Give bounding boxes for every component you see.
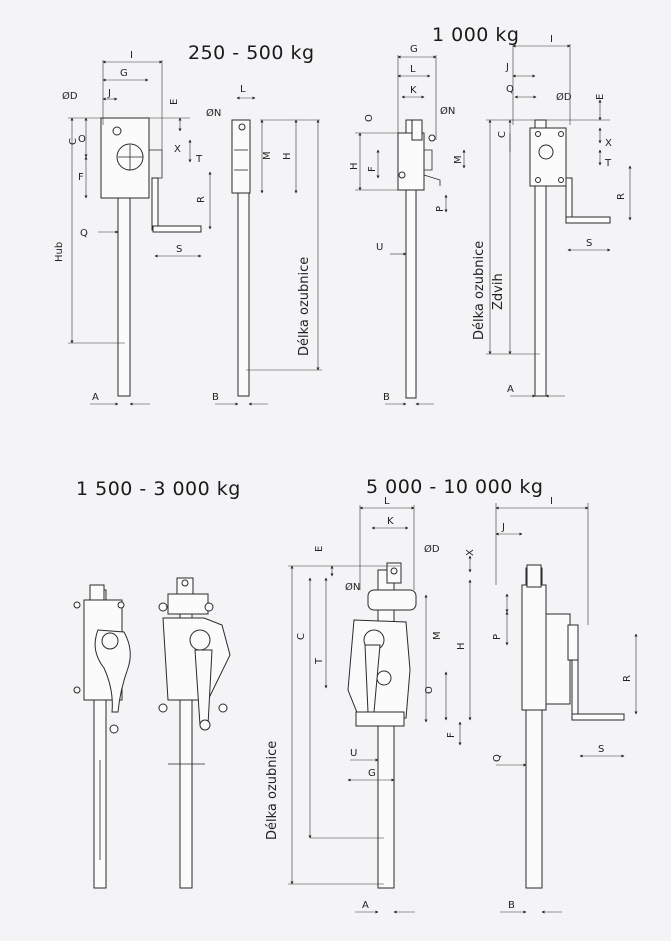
dim-label-n: ØN [440,105,455,117]
labels-1000-side: I J Q ØD E X T C R S Délka ozubnice Zdvi… [472,34,627,395]
dim-label-p: P [492,634,503,640]
dim-label-d: ØD [62,90,78,102]
dim-label-c: C [497,131,508,138]
dim-label-f: F [446,732,457,738]
dim-label-m: M [453,155,464,164]
rack-length-label: Délka ozubnice [472,241,487,340]
dim-label-a: A [507,384,514,395]
dim-label-q: Q [80,228,88,239]
dim-label-i: I [550,34,553,45]
dim-label-r: R [196,196,207,203]
dim-label-q: Q [492,754,503,762]
title-1000: 1 000 kg [432,24,520,46]
dim-label-x: X [174,144,181,155]
dim-label-f: F [78,172,84,183]
dim-label-hub: Hub [54,242,65,262]
dim-label-d: ØD [556,91,572,103]
dim-label-o: O [364,114,375,122]
title-250-500: 250 - 500 kg [188,42,315,64]
dim-label-l: L [410,64,416,75]
dim-label-s: S [176,244,182,255]
title-5000-10000: 5 000 - 10 000 kg [366,476,544,498]
dim-label-l: L [384,496,390,507]
rack-length-label: Délka ozubnice [297,257,312,356]
jack-5000-10000-side-view [495,503,638,914]
dim-label-n: ØN [345,581,360,593]
dim-label-k: K [410,85,417,96]
stroke-label: Zdvih [491,273,506,310]
dim-label-c: C [68,138,79,145]
dim-label-i: I [550,496,553,507]
dim-label-x: X [605,138,612,149]
labels-1000-front: G L K ØN O H F M P U B [349,44,464,403]
jack-250-500-side-view [68,60,212,406]
labels-5000-10000-front: L K ØD ØN E X C T M H O F U G Délka ozub… [265,496,476,911]
dim-label-s: S [586,238,592,249]
dim-label-u: U [350,748,357,759]
dim-label-b: B [508,900,515,911]
dim-label-g: G [368,768,376,779]
dim-label-t: T [314,657,325,665]
dim-label-j: J [107,88,111,99]
dim-label-o: O [424,686,435,694]
dim-label-h: H [456,642,467,650]
dim-label-h: H [282,152,293,160]
dim-label-u: U [376,242,383,253]
rack-length-label: Délka ozubnice [265,741,280,840]
dim-label-p: P [435,206,446,212]
dim-label-x: X [465,549,476,556]
dim-label-k: K [387,516,394,527]
jack-5000-10000-front-view [288,505,472,914]
jack-1000-front-view [355,55,466,406]
dim-label-g: G [410,44,418,55]
dim-label-q: Q [506,84,514,95]
labels-5000-10000-side: I J P R S Q B [492,496,633,911]
dim-label-t: T [195,154,203,165]
dim-label-r: R [622,675,633,682]
dim-label-c: C [296,633,307,640]
dim-label-t: T [604,158,612,169]
labels-250-500-side: I G J ØD C O F Hub E X T R S Q A [54,50,207,403]
dim-label-b: B [212,392,219,403]
dim-label-b: B [383,392,390,403]
jack-1000-side-view [486,44,632,398]
jack-1500-3000-small [73,584,131,889]
dim-label-e: E [314,546,325,552]
dim-label-e: E [595,94,606,100]
dim-label-d: ØD [424,543,440,555]
jack-1500-3000-large [158,577,231,889]
dim-label-s: S [598,744,604,755]
dim-label-i: I [130,50,133,61]
dim-label-m: M [262,151,273,160]
dim-label-r: R [616,193,627,200]
dim-label-e: E [169,99,180,105]
dim-label-f: F [367,166,378,172]
dim-label-g: G [120,68,128,79]
dim-label-a: A [92,392,99,403]
title-1500-3000: 1 500 - 3 000 kg [76,478,241,500]
dim-label-a: A [362,900,369,911]
dim-label-j: J [501,522,505,533]
jack-250-500-front-view [215,96,322,406]
dim-label-l: L [240,84,246,95]
dim-label-o: O [78,134,86,145]
dim-label-h: H [349,162,360,170]
labels-250-500-front: L ØN M H Délka ozubnice B [206,84,312,403]
dim-label-n: ØN [206,107,221,119]
dim-label-m: M [432,631,443,640]
dim-label-j: J [505,62,509,73]
